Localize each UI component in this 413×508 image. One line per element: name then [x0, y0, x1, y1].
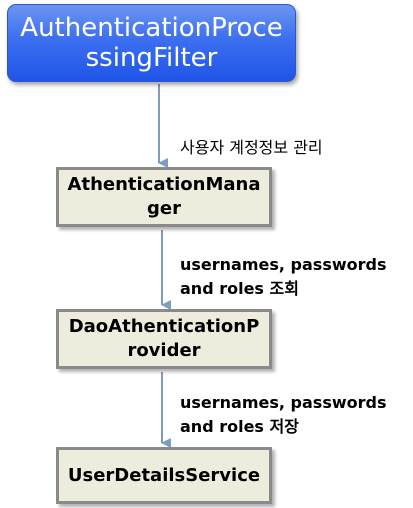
- user-details-service-node: UserDetailsService: [56, 447, 272, 504]
- edge-label-account-management: 사용자 계정정보 관리: [180, 138, 323, 157]
- authentication-manager-node: AthenticationManager: [56, 167, 272, 227]
- dao-authentication-provider-node: DaoAthenticationProvider: [56, 309, 272, 369]
- edge-label-store: usernames, passwords and roles 저장: [180, 393, 387, 436]
- authentication-processing-filter-node: AuthenticationProcessingFilter: [7, 4, 296, 82]
- edge-label-lookup: usernames, passwords and roles 조회: [180, 255, 387, 298]
